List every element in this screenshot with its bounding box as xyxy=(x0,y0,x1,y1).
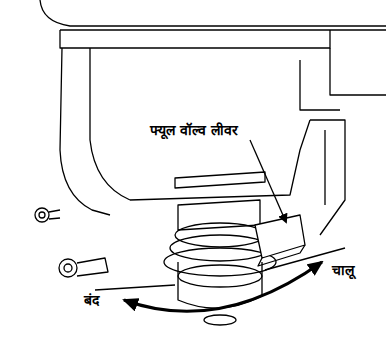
bowl xyxy=(310,120,345,235)
bowl xyxy=(90,48,130,200)
part-label: चालू xyxy=(332,262,354,279)
lever xyxy=(255,215,305,258)
bolt xyxy=(35,208,49,222)
slot xyxy=(175,172,265,188)
valve-cap xyxy=(204,315,236,325)
flange xyxy=(60,30,330,48)
engine-outline xyxy=(35,0,386,325)
rotation-arrow xyxy=(124,262,322,311)
flange xyxy=(330,48,386,95)
bolt xyxy=(64,264,72,272)
valve-disc xyxy=(178,265,262,287)
bowl xyxy=(130,120,310,200)
bracket xyxy=(300,60,340,110)
bowl xyxy=(324,130,325,205)
bolt xyxy=(49,210,60,219)
base-plate xyxy=(95,285,175,290)
leader-line xyxy=(250,140,286,222)
part-label: फ्यूल वॉल्व लीवर xyxy=(150,122,238,139)
body-edge xyxy=(60,29,386,30)
bolt xyxy=(59,259,77,277)
body-edge xyxy=(40,0,386,26)
bolt-nut xyxy=(77,258,108,276)
bolt xyxy=(39,212,45,218)
part-label: बंद xyxy=(84,292,99,309)
bowl xyxy=(60,48,110,215)
lever-side xyxy=(258,245,305,266)
